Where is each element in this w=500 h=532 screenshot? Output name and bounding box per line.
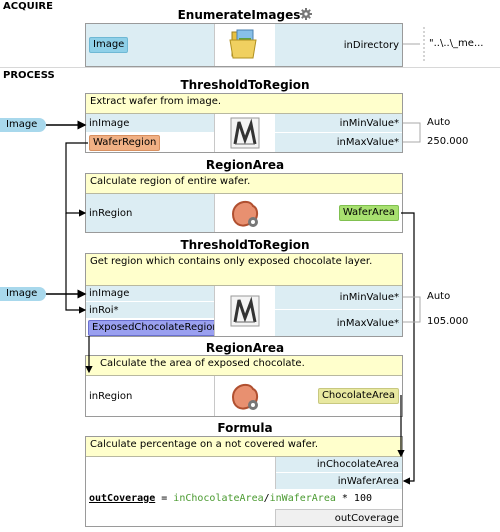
region-area1-in-region-port[interactable]: inRegion: [89, 207, 133, 219]
image-output-port[interactable]: Image: [89, 37, 129, 53]
threshold1-min-value-port[interactable]: inMinValue*: [275, 114, 402, 133]
section-divider: [0, 67, 500, 68]
region-area2-in-region-port[interactable]: inRegion: [89, 390, 133, 402]
threshold1-min-value[interactable]: Auto: [427, 117, 451, 128]
region-area1-title[interactable]: RegionArea: [205, 158, 285, 172]
formula-title[interactable]: Formula: [217, 421, 273, 435]
image-source-pill-2[interactable]: Image: [0, 287, 46, 301]
region-area1-description: Calculate region of entire wafer.: [86, 174, 402, 194]
region-area-icon: [214, 376, 276, 416]
gear-icon[interactable]: [300, 8, 313, 20]
formula-out-coverage-port[interactable]: outCoverage: [334, 513, 399, 524]
process-section-label: PROCESS: [3, 70, 55, 81]
threshold2-in-image-port[interactable]: inImage: [86, 286, 214, 302]
region-area-icon: [214, 194, 276, 232]
enumerate-images-title[interactable]: EnumerateImages: [85, 8, 405, 22]
threshold1-block[interactable]: Extract wafer from image. inImage WaferR…: [85, 93, 403, 153]
threshold2-description: Get region which contains only exposed c…: [86, 254, 402, 286]
wafer-region-output-port[interactable]: WaferRegion: [89, 134, 161, 151]
threshold2-title[interactable]: ThresholdToRegion: [180, 238, 310, 252]
in-directory-value[interactable]: "..\..\_me...: [429, 38, 484, 49]
wafer-area-output-port[interactable]: WaferArea: [338, 205, 399, 221]
region-area2-title[interactable]: RegionArea: [205, 341, 285, 355]
folder-images-icon: [214, 24, 276, 66]
threshold1-description: Extract wafer from image.: [86, 94, 402, 114]
image-source-pill-1[interactable]: Image: [0, 118, 46, 132]
region-area2-description: Calculate the area of exposed chocolate.: [86, 356, 402, 376]
formula-in-wafer-area-port[interactable]: inWaferArea: [337, 475, 399, 487]
chocolate-area-output-port[interactable]: ChocolateArea: [317, 388, 399, 404]
threshold1-max-value-port[interactable]: inMaxValue*: [336, 137, 399, 148]
exposed-chocolate-region-output-port[interactable]: ExposedChocolateRegion: [88, 319, 223, 336]
formula-description: Calculate percentage on a not covered wa…: [86, 437, 402, 457]
acquire-section-label: ACQUIRE: [3, 1, 53, 12]
region-area1-block[interactable]: Calculate region of entire wafer. inRegi…: [85, 173, 403, 233]
threshold1-max-value[interactable]: 250.000: [427, 136, 469, 147]
in-directory-port[interactable]: inDirectory: [343, 39, 399, 51]
threshold1-in-image-port[interactable]: inImage: [86, 114, 214, 133]
threshold2-min-value-port[interactable]: inMinValue*: [275, 286, 402, 310]
formula-in-chocolate-area-port[interactable]: inChocolateArea: [276, 457, 402, 473]
threshold2-min-value[interactable]: Auto: [427, 291, 451, 302]
region-area2-block[interactable]: Calculate the area of exposed chocolate.…: [85, 355, 403, 417]
threshold-icon: [214, 286, 276, 336]
threshold2-max-value[interactable]: 105.000: [427, 316, 469, 327]
formula-block[interactable]: Calculate percentage on a not covered wa…: [85, 436, 403, 527]
enumerate-images-block[interactable]: Image inDirectory: [85, 23, 403, 67]
threshold1-title[interactable]: ThresholdToRegion: [180, 78, 310, 92]
threshold-icon: [214, 114, 276, 152]
threshold2-block[interactable]: Get region which contains only exposed c…: [85, 253, 403, 337]
threshold2-max-value-port[interactable]: inMaxValue*: [336, 317, 399, 329]
formula-expression[interactable]: outCoverage = inChocolateArea/inWaferAre…: [89, 493, 372, 504]
threshold2-in-roi-port[interactable]: inRoi*: [86, 302, 214, 319]
